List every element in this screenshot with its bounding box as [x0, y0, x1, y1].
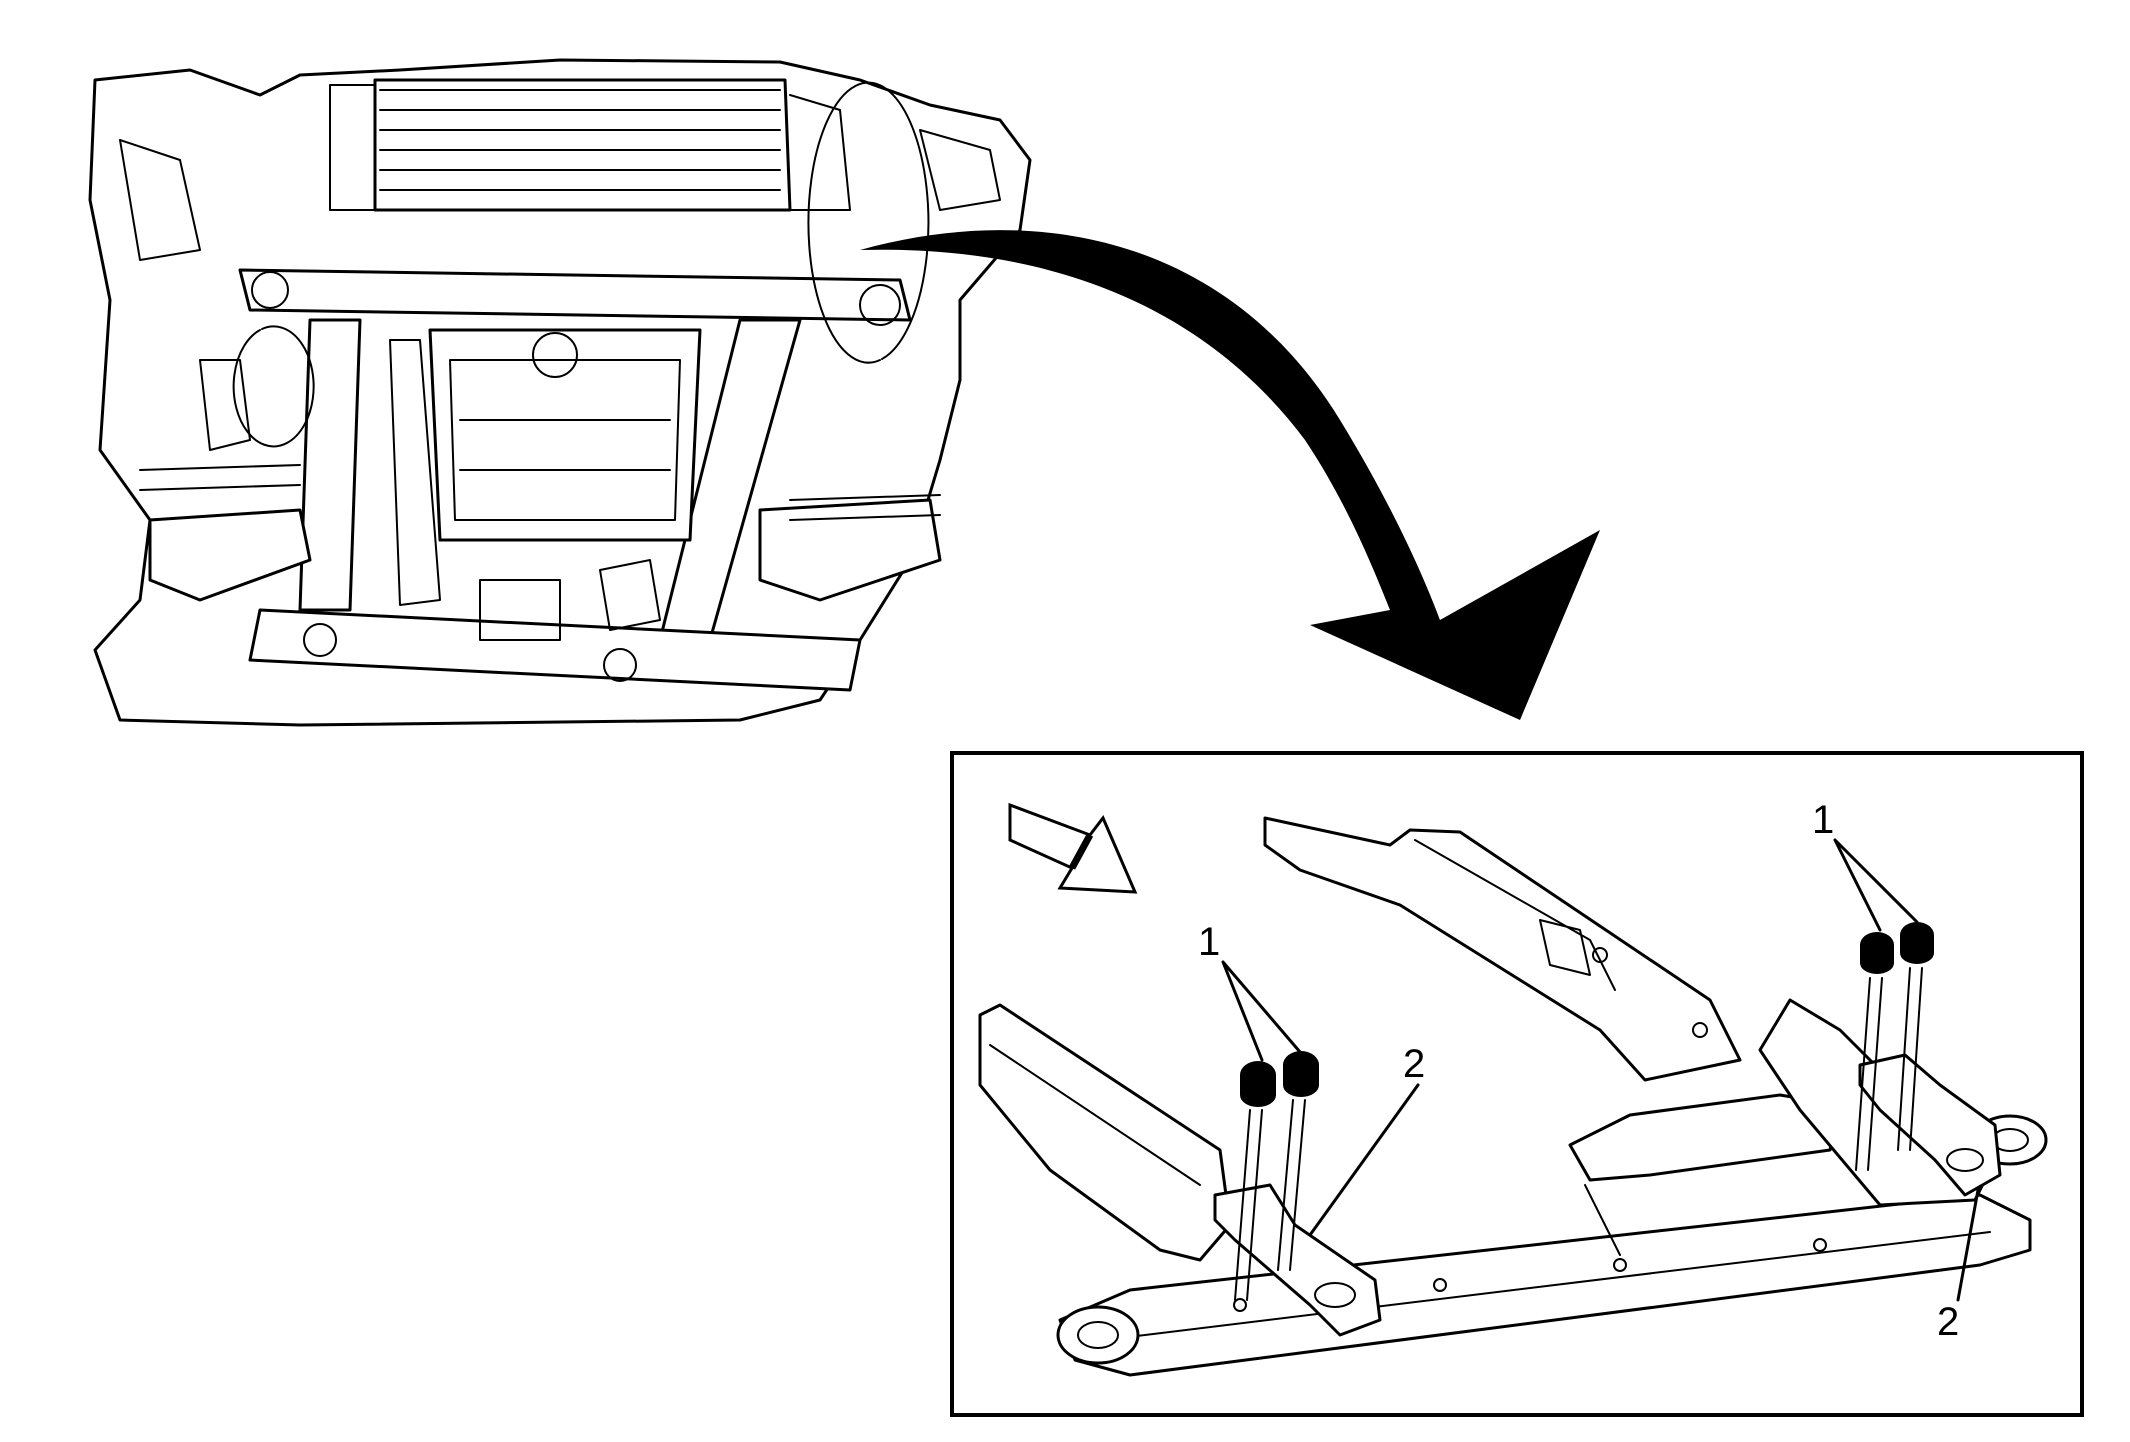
- bolt-icon: [1234, 1061, 1276, 1301]
- bracket-left: [1213, 1183, 1382, 1337]
- hollow-arrow-icon: [1008, 802, 1138, 894]
- bolt-icon: [1855, 932, 1894, 1171]
- callout-bracket-right: 2: [1937, 1300, 1959, 1344]
- bracket-right: [1858, 1053, 2002, 1197]
- curved-arrow-icon: [860, 230, 1600, 721]
- leader-lines: [1221, 838, 1980, 1302]
- vehicle-underside-overview: [88, 58, 1032, 727]
- callout-bolt-left: 1: [1198, 920, 1220, 964]
- callout-bolt-right: 1: [1812, 798, 1834, 842]
- callout-bracket-left: 2: [1403, 1042, 1425, 1086]
- bolt-icon: [1277, 1051, 1319, 1271]
- bolt-icon: [1897, 922, 1934, 1151]
